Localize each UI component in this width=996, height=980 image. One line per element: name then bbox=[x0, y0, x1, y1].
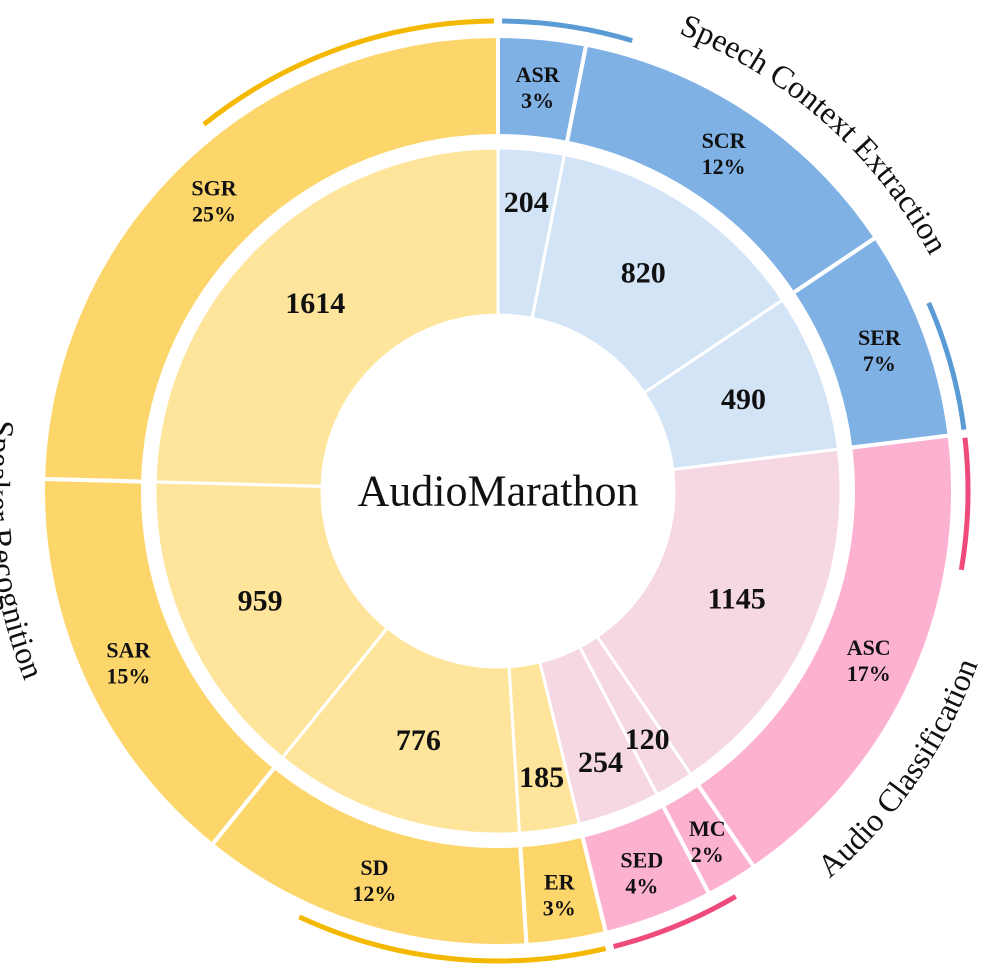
count-label-sgr: 1614 bbox=[285, 287, 345, 320]
count-label-asc: 1145 bbox=[707, 583, 765, 616]
group-arc-1-b bbox=[612, 894, 738, 949]
chart-title: AudioMarathon bbox=[357, 467, 638, 516]
count-label-ser: 490 bbox=[721, 383, 766, 416]
inner-ring bbox=[153, 146, 843, 836]
group-arc-2-b bbox=[202, 18, 494, 127]
count-label-scr: 820 bbox=[621, 256, 666, 289]
group-arc-0-a bbox=[502, 18, 633, 43]
outer-wedge-sgr bbox=[41, 33, 500, 484]
count-label-er: 185 bbox=[519, 761, 564, 794]
count-label-sar: 959 bbox=[238, 584, 283, 617]
group-arcs bbox=[202, 18, 971, 964]
inner-wedge-sar bbox=[153, 480, 390, 760]
outer-ring bbox=[41, 33, 955, 948]
count-label-sed: 254 bbox=[578, 746, 623, 779]
count-label-asr: 204 bbox=[504, 186, 549, 219]
group-arc-1-a bbox=[958, 437, 971, 571]
group-arc-2-a bbox=[298, 914, 607, 964]
count-label-mc: 120 bbox=[625, 723, 670, 756]
count-label-sd: 776 bbox=[396, 724, 441, 757]
group-arc-0-b bbox=[926, 301, 967, 430]
center-hole bbox=[322, 315, 674, 667]
